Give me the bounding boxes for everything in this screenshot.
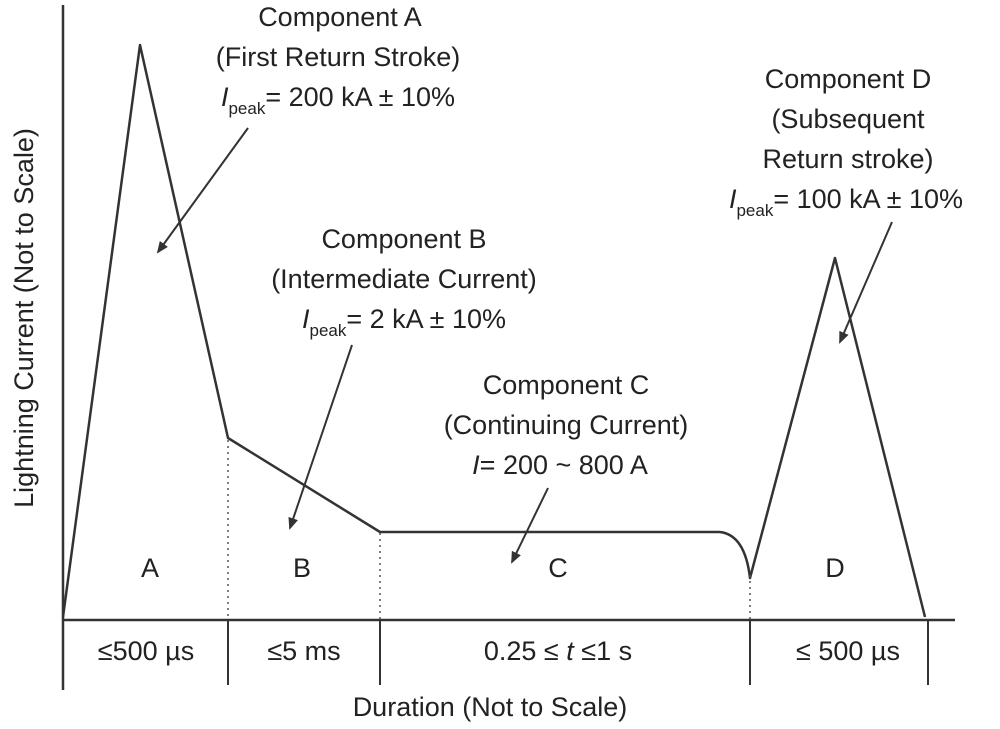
component-b-subtitle: (Intermediate Current)	[271, 264, 537, 294]
duration-c: 0.25 ≤ t ≤1 s	[484, 636, 632, 666]
arrow-c	[511, 487, 549, 564]
duration-d: ≤ 500 µs	[796, 636, 900, 666]
component-d-title: Component D	[765, 64, 932, 94]
component-d-current: Ipeak= 100 kA ± 10%	[729, 184, 963, 220]
component-a-title: Component A	[258, 2, 422, 32]
y-axis-label: Lightning Current (Not to Scale)	[9, 128, 39, 508]
component-a-annotation: Component A (First Return Stroke) Ipeak=…	[216, 2, 461, 118]
duration-b: ≤5 ms	[267, 636, 340, 666]
component-d-subtitle-1: (Subsequent	[771, 104, 925, 134]
component-c-title: Component C	[483, 370, 650, 400]
duration-a: ≤500 µs	[98, 636, 194, 666]
component-a-subtitle: (First Return Stroke)	[216, 42, 461, 72]
component-c-subtitle: (Continuing Current)	[444, 410, 689, 440]
component-c-annotation: Component C (Continuing Current) I= 200 …	[444, 370, 689, 480]
waveform-line	[61, 43, 720, 618]
component-d-annotation: Component D (Subsequent Return stroke) I…	[729, 64, 963, 220]
component-b-annotation: Component B (Intermediate Current) Ipeak…	[271, 224, 537, 340]
arrow-b	[288, 344, 353, 530]
arrow-d	[839, 221, 893, 344]
component-b-title: Component B	[321, 224, 486, 254]
region-label-a: A	[141, 553, 159, 583]
component-d-subtitle-2: Return stroke)	[762, 144, 933, 174]
x-axis-label: Duration (Not to Scale)	[353, 692, 628, 722]
region-label-b: B	[293, 553, 311, 583]
waveform-dip	[719, 256, 927, 618]
component-b-current: Ipeak= 2 kA ± 10%	[302, 304, 506, 340]
component-a-current: Ipeak= 200 kA ± 10%	[221, 82, 455, 118]
arrow-a	[156, 127, 249, 254]
region-label-c: C	[548, 553, 568, 583]
component-c-current: I= 200 ~ 800 A	[472, 450, 648, 480]
region-label-d: D	[825, 553, 845, 583]
